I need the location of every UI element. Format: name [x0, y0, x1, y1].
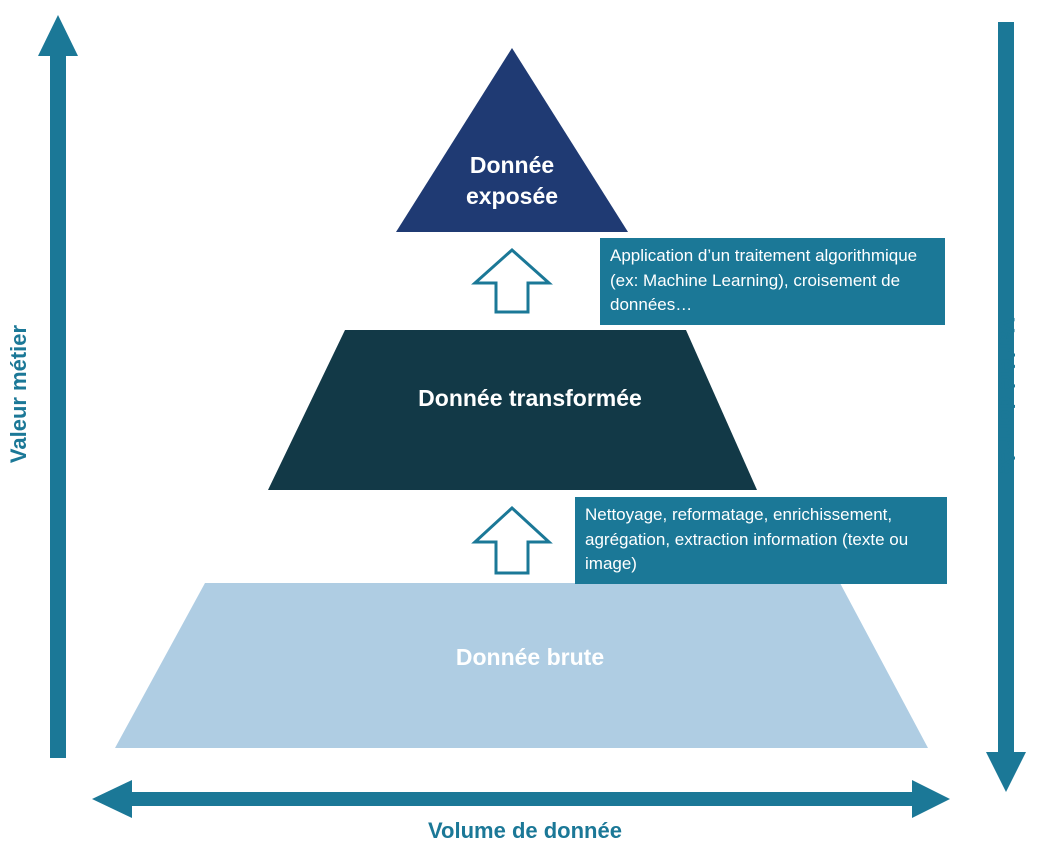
left-axis-arrow	[38, 15, 78, 758]
tier-bottom-shape	[115, 583, 928, 748]
tier-top-shape	[396, 48, 628, 232]
right-axis-label: Variété donnée	[994, 317, 1019, 475]
bottom-axis-arrow	[92, 780, 950, 818]
left-axis-label: Valeur métier	[6, 324, 31, 464]
tier-middle-shape	[268, 330, 757, 490]
upper-step-note: Application d’un traitement algorithmiqu…	[600, 238, 945, 325]
lower-step-arrow	[471, 505, 553, 575]
upper-step-arrow	[471, 247, 553, 314]
lower-step-note: Nettoyage, reformatage, enrichissement, …	[575, 497, 947, 584]
tier-middle-label: Donnée transformée	[418, 385, 642, 411]
right-axis-arrow	[986, 22, 1026, 792]
tier-bottom-label: Donnée brute	[455, 644, 605, 670]
bottom-axis-label: Volume de donnée	[428, 818, 622, 843]
tier-top-label: Donnée exposée	[465, 152, 559, 210]
